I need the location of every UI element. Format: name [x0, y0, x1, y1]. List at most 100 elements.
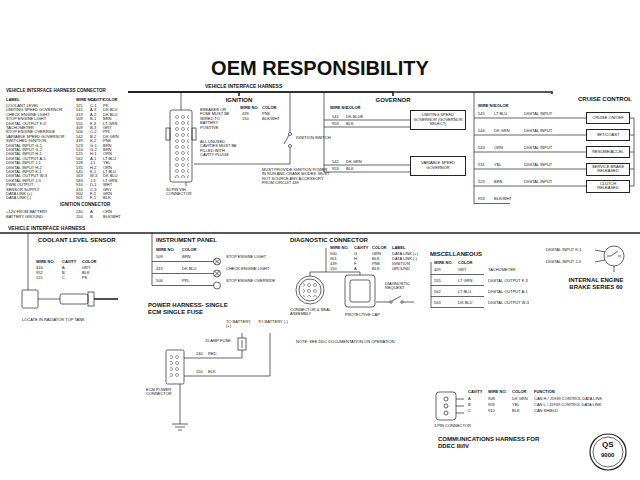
harness-label: PK	[82, 276, 87, 280]
wire	[456, 399, 464, 400]
connector-pins	[170, 355, 180, 379]
section-heading: CRUISE CONTROL CRUISE ON/OFF SET/COAST RESU…	[470, 94, 634, 216]
switch-lever	[284, 135, 289, 144]
box-label: SET/COAST	[589, 133, 627, 138]
harness-label: WIRE NO.	[478, 104, 497, 108]
wire	[324, 165, 410, 166]
harness-label: DK BLU	[458, 301, 472, 305]
wire	[630, 152, 634, 153]
section-title: IGNITION CONNECTOR	[60, 202, 128, 207]
connector-pins	[303, 283, 317, 297]
harness-label: PROTECTIVE CAP	[345, 313, 385, 317]
ground-wire	[180, 384, 181, 424]
section-title: CRUISE CONTROL	[470, 96, 632, 103]
wire	[152, 273, 214, 274]
wire	[630, 169, 634, 170]
box-label: LIMITING SPEED GOVERNOR (GOVERNOR SELECT…	[413, 113, 463, 127]
harness-label: 419	[156, 267, 163, 271]
switch-symbol	[214, 282, 221, 289]
switch-box: VARIABLE SPEED GOVERNOR	[410, 156, 466, 176]
harness-label: COLOR	[103, 98, 117, 102]
wire	[595, 250, 605, 252]
fuse-link	[242, 340, 243, 348]
harness-label: COLOR	[182, 248, 196, 252]
wire	[290, 92, 291, 132]
section-heading: COOLANT LEVEL SENSOR	[8, 236, 138, 336]
section-title: INTERNAL ENGINE BRAKE SERIES 60	[558, 277, 634, 291]
harness-label: STOP ENGINE OVERRIDE	[226, 279, 275, 283]
wire	[403, 302, 414, 303]
harness-label: DATA LINK (+)	[392, 252, 418, 256]
harness-label: 563	[434, 301, 441, 305]
section-heading: INSTRUMENT PANEL	[150, 236, 278, 296]
harness-label: DK BLUE	[346, 115, 363, 119]
lamp-symbol	[214, 270, 221, 277]
harness-label: GRN	[372, 252, 381, 256]
harness-label: 409	[434, 268, 441, 272]
switch-box: CRUISE ON/OFF	[586, 112, 630, 124]
wire	[474, 152, 586, 153]
wire	[431, 296, 484, 297]
harness-label: ECM POWER CONNECTOR	[146, 388, 196, 397]
harness-label: A	[468, 397, 471, 401]
harness-label: STOP ENGINE LIGHT	[226, 255, 266, 259]
switch-box: SERVICE BRAKE RELEASED	[586, 163, 630, 176]
harness-label: 3 PIN CONNECTOR	[434, 424, 474, 428]
harness-label: 150	[196, 370, 203, 374]
harness-label: GROUND	[392, 267, 410, 271]
harness-label: COLOR	[458, 261, 472, 265]
wire	[431, 285, 484, 286]
harness-label: COLOR	[82, 260, 96, 264]
switch-contact	[390, 301, 392, 303]
connector-latch	[192, 128, 196, 140]
harness-label: CHECK ENGINE LIGHT	[226, 267, 269, 271]
harness-label: GRY	[82, 266, 91, 270]
harness-label: 952	[36, 271, 43, 275]
section-heading: POWER HARNESS- SINGLE ECM SINGLE FUSE	[140, 300, 290, 472]
harness-label: DIGITAL INPUT	[524, 146, 552, 150]
harness-label: 541	[332, 115, 339, 119]
wire	[152, 233, 153, 286]
wire	[376, 302, 390, 303]
switch-box: SET/COAST	[586, 129, 630, 141]
section-title: IGNITION	[160, 97, 318, 104]
wire	[326, 248, 327, 272]
sensor-body	[60, 294, 88, 304]
section-heading: IGNITION CONNECTOR	[56, 202, 128, 210]
wire	[360, 272, 361, 275]
wire	[324, 127, 410, 128]
harness-label: F	[354, 262, 356, 266]
harness-label: IGNITION SWITCH	[296, 136, 331, 140]
wire	[456, 413, 464, 414]
harness-label: PNK	[262, 112, 270, 116]
harness-label: 150	[242, 117, 249, 121]
harness-label: BREAKER OR FUSE MUST BE WIRED TO BATTERY…	[200, 108, 236, 130]
harness-label: 545	[478, 112, 485, 116]
harness-label: 901	[330, 257, 337, 261]
section-heading: DIAGNOSTIC CONNECTOR	[284, 236, 424, 362]
harness-label: CAN SHIELD	[534, 409, 558, 413]
harness-label: 30 PIN VIH CONNECTOR	[166, 188, 206, 197]
harness-label: DIGITAL INPUT J-3	[546, 260, 581, 264]
switch-box: LIMITING SPEED GOVERNOR (GOVERNOR SELECT…	[410, 110, 466, 130]
harness-label: CAVITY	[354, 246, 368, 250]
section-title: COMMUNICATIONS HARNESS FOR DDEC III/IV	[438, 436, 548, 450]
harness-label: DK GRN	[346, 160, 362, 164]
wire	[474, 135, 586, 136]
connector-pins	[173, 114, 189, 178]
section-heading: INTERNAL ENGINE BRAKE SERIES 60	[558, 276, 634, 306]
harness-label: BLK/WHT	[262, 117, 280, 121]
pin-dot	[444, 411, 448, 415]
lamp-cross	[215, 259, 220, 264]
harness-label: 240	[196, 352, 203, 356]
wire	[474, 203, 510, 204]
harness-label: 150	[330, 267, 337, 271]
wire	[152, 285, 214, 286]
harness-label: DIGITAL OUTPUT W-3	[488, 301, 529, 305]
harness-label: 562	[434, 290, 441, 294]
harness-label: 901	[76, 196, 83, 200]
box-label: RESUME/ACCEL	[589, 150, 627, 155]
harness-label: BRN	[494, 180, 502, 184]
harness-label: C	[62, 276, 65, 280]
